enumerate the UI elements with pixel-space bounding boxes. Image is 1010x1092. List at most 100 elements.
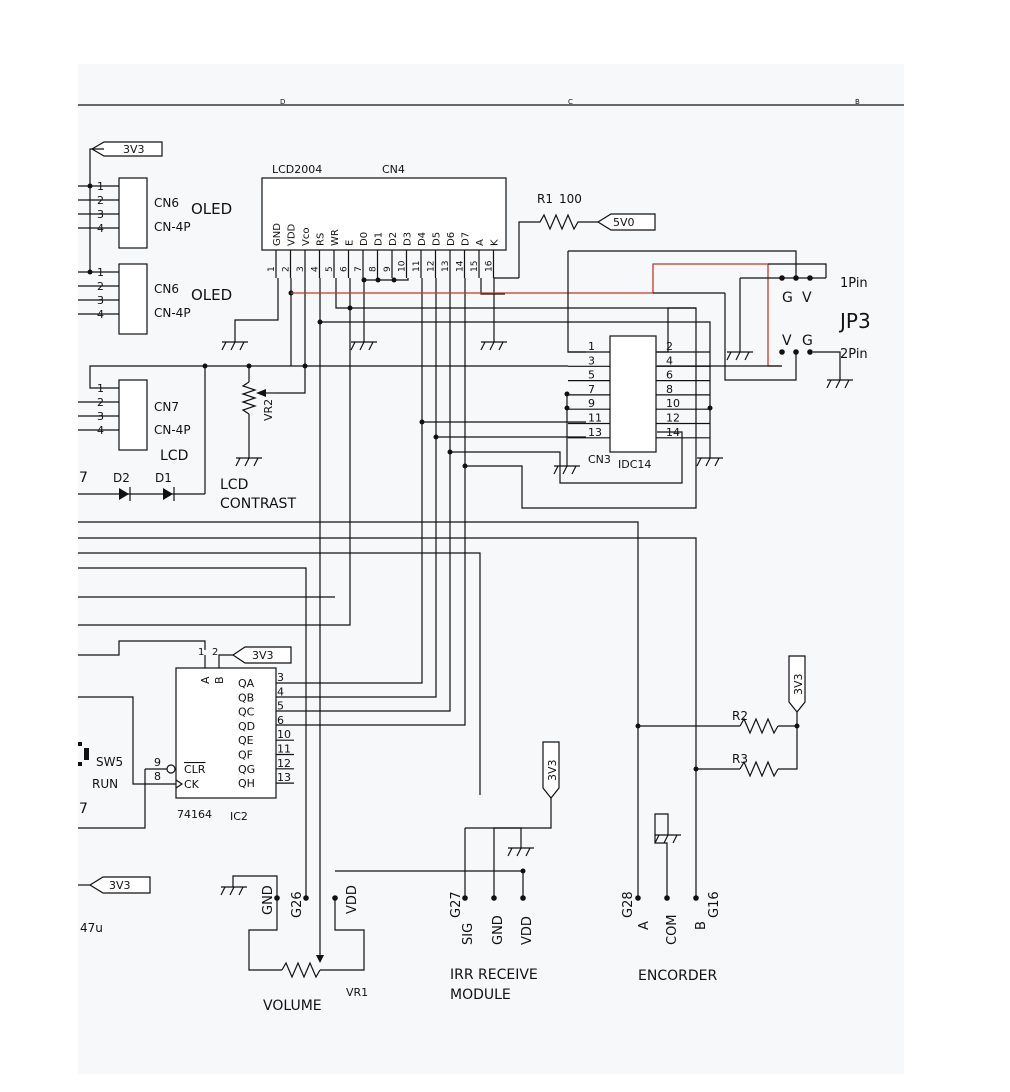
sw5-ref: SW5: [96, 755, 123, 769]
svg-text:3V3: 3V3: [252, 649, 274, 662]
cn6-ref: CN6: [154, 196, 179, 210]
r1-ref: R1: [537, 192, 553, 206]
lcd-pin-name: D5: [432, 232, 443, 246]
idc-pin-left: 5: [588, 369, 595, 382]
power-flag-3v3-ic2: [231, 646, 292, 664]
svg-text:3: 3: [97, 410, 104, 423]
ic2-output-pin: 6: [277, 714, 284, 727]
lcd-pin-name: D0: [359, 232, 370, 246]
cn7-lcd-connector: 1 2 3 4 CN7 CN-4P LCD: [78, 365, 205, 464]
vr2-contrast-potentiometer: VR2 LCD CONTRAST: [205, 363, 305, 512]
bus-wiring: [291, 250, 841, 509]
svg-text:G: G: [782, 290, 793, 306]
ic2-output-pin: 11: [277, 743, 291, 756]
svg-text:3: 3: [97, 208, 104, 221]
svg-text:7: 7: [79, 801, 88, 817]
irr-label-1: IRR RECEIVE: [450, 967, 538, 983]
idc-pin-right: 10: [666, 397, 680, 410]
title-frag-1: D: [280, 98, 285, 106]
lcd-pin-number: 7: [354, 266, 364, 272]
svg-text:3V3: 3V3: [546, 759, 559, 781]
ic2-output-label: QB: [238, 691, 254, 704]
contrast-label-1: LCD: [220, 477, 248, 493]
lcd-pin-name: WR: [330, 229, 341, 246]
ic2-output-pin: 12: [277, 757, 291, 770]
lcd-pin-number: 6: [340, 266, 350, 272]
svg-text:4: 4: [97, 222, 104, 235]
r3-label: R3: [732, 752, 748, 766]
svg-text:CN7: CN7: [154, 400, 179, 414]
ck-label: CK: [184, 778, 200, 791]
ic2-output-pin: 3: [277, 671, 284, 684]
ic2-output-pin: 13: [277, 771, 291, 784]
idc-part: IDC14: [618, 458, 651, 471]
ic2-output-pin: 5: [277, 700, 284, 713]
jp3-jumper: G V V G 1Pin 2Pin JP3: [726, 275, 871, 389]
lcd-pin-name: D7: [461, 232, 472, 246]
cn6-type: CN-4P: [154, 220, 191, 234]
svg-text:G28: G28: [621, 891, 636, 918]
power-flag-3v3-irr: [542, 741, 560, 799]
left-bus-lines: [78, 521, 697, 898]
svg-text:5V0: 5V0: [613, 216, 635, 229]
svg-text:7: 7: [79, 470, 88, 486]
lcd-pin-number: 10: [398, 260, 408, 272]
svg-text:1: 1: [198, 647, 204, 658]
lcd-pin-labels: GND1VDD2Vco3RS4WR5E6D07D18D29D310D411D51…: [267, 223, 501, 278]
lcd-pin-number: 14: [456, 260, 466, 272]
vr2-resistor-symbol: [241, 381, 257, 415]
vr1-ref: VR1: [346, 986, 368, 999]
title-frag-3: B: [855, 98, 860, 106]
svg-text:CN-4P: CN-4P: [154, 306, 191, 320]
ic2-output-label: QA: [238, 677, 255, 690]
lcd-pin-name: VDD: [287, 223, 298, 246]
ground-symbol: [235, 457, 262, 467]
d1-label: D1: [155, 471, 172, 485]
power-flag-5v0: [596, 213, 656, 231]
cn6-oled-connector-1: 3V3 1 2 3 4 CN6 CN-4P OLED: [78, 141, 232, 249]
lcd-ref: CN4: [382, 163, 405, 176]
lcd-pin-number: 15: [470, 261, 480, 272]
svg-text:G16: G16: [707, 891, 722, 918]
lcd-pin-name: D3: [403, 232, 414, 246]
svg-text:CN-4P: CN-4P: [154, 423, 191, 437]
svg-text:A: A: [637, 921, 652, 930]
volume-label: VOLUME: [263, 998, 322, 1014]
lcd-pin-number: 12: [427, 261, 437, 272]
oled-label: OLED: [191, 200, 232, 218]
power-flag-3v3-left: [88, 876, 151, 894]
idc-pin-right: 6: [666, 369, 673, 382]
svg-text:4: 4: [97, 424, 104, 437]
d2-label: D2: [113, 471, 130, 485]
lcd-pin-number: 4: [311, 266, 321, 272]
lcd2004-module: LCD2004 CN4 GND1VDD2Vco3RS4WR5E6D07D18D2…: [261, 163, 507, 278]
vr2-ref: VR2: [262, 399, 275, 421]
lcd-pin-name: D6: [446, 232, 457, 246]
ic2-body: [175, 667, 277, 799]
r1-resistor: R1 100 5V0: [494, 192, 656, 279]
clr-label: CLR: [184, 763, 206, 776]
svg-text:1: 1: [97, 180, 104, 193]
power-flag-label: 3V3: [123, 143, 145, 156]
vr1-resistor-symbol: [281, 961, 321, 979]
ic2-output-label: QH: [238, 777, 255, 790]
jp3-ref: JP3: [838, 309, 871, 333]
svg-text:VDD: VDD: [520, 916, 535, 945]
svg-text:CN6: CN6: [154, 282, 179, 296]
idc-pin-right: 12: [666, 412, 680, 425]
irr-receive-module: 3V3 G27 SIG GND VDD IRR RECEIVE MODULE: [335, 741, 560, 1003]
idc-pin-right: 2: [666, 340, 673, 353]
idc14-body: [609, 335, 657, 453]
ic2-output-label: QG: [238, 763, 255, 776]
svg-text:OLED: OLED: [191, 286, 232, 304]
svg-text:V: V: [782, 333, 792, 349]
idc-ref: CN3: [588, 453, 611, 466]
lcd-pin-name: D2: [388, 232, 399, 246]
svg-text:2: 2: [212, 647, 218, 658]
lcd-pin-number: 16: [485, 260, 495, 272]
lcd-part: LCD2004: [272, 163, 322, 176]
ic2-ref: IC2: [230, 810, 248, 823]
